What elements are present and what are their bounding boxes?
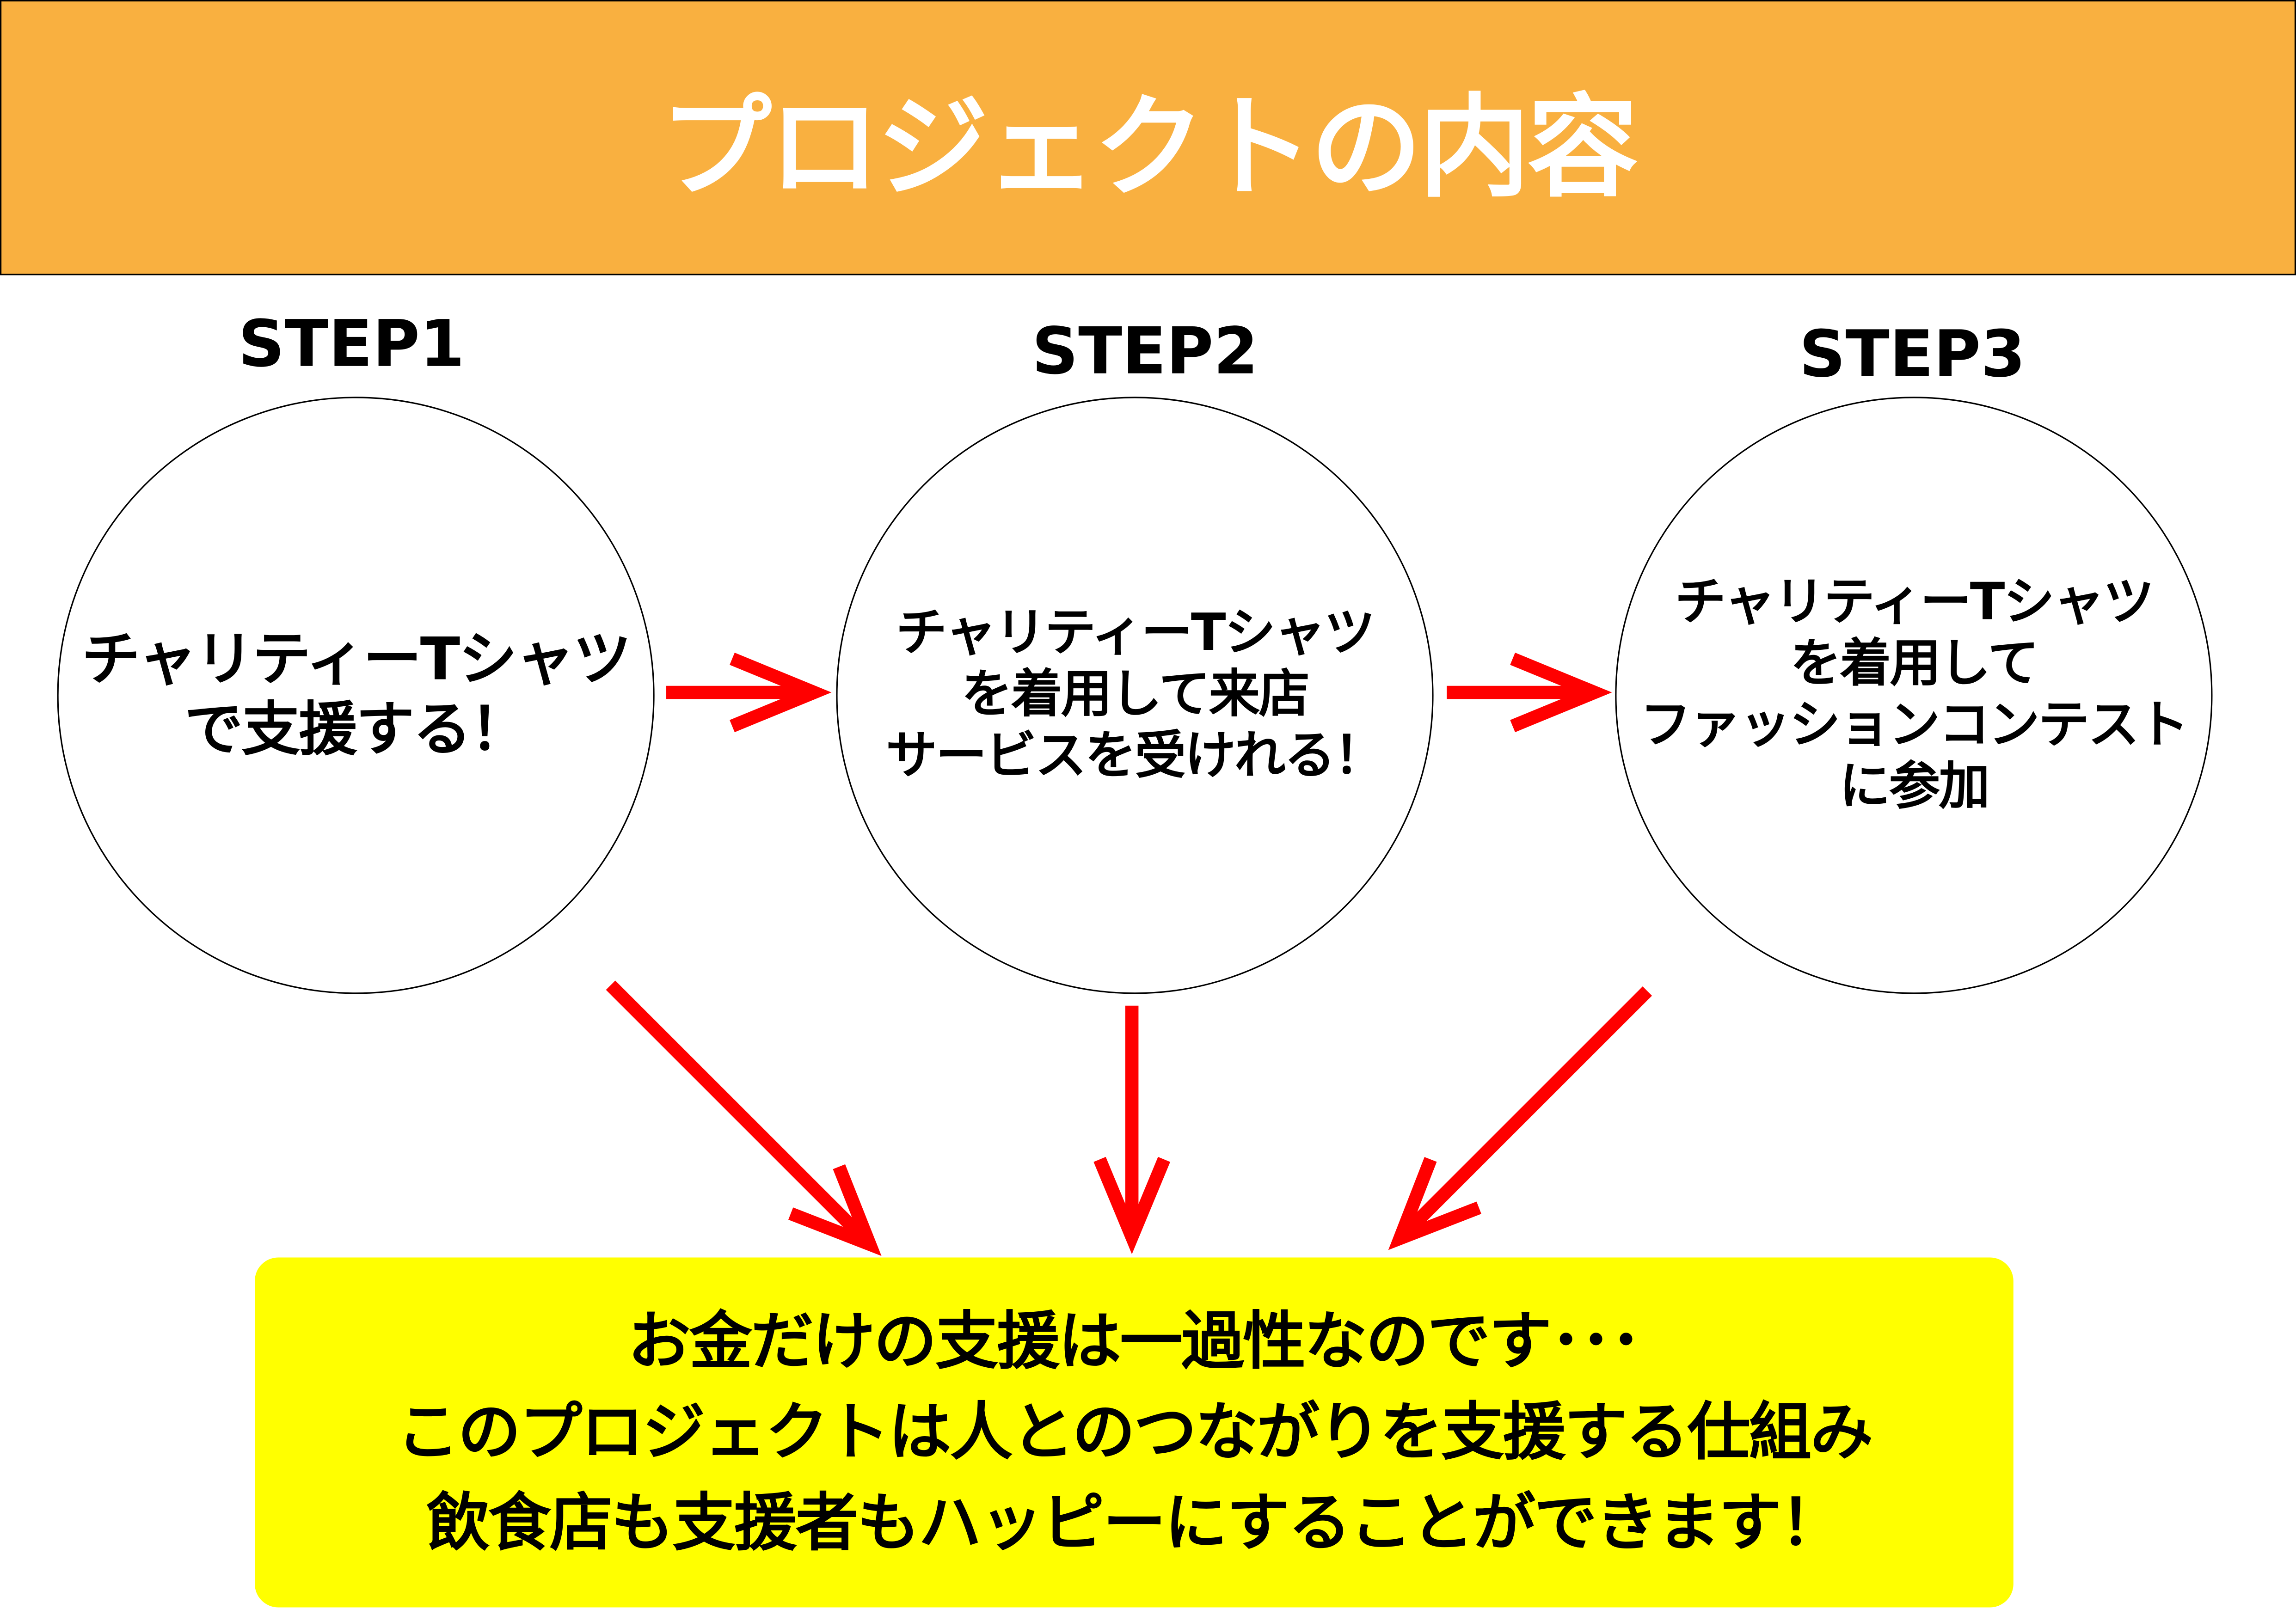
arrow-step2-to-summary	[1093, 1005, 1171, 1254]
arrow-step3-to-summary	[1388, 986, 1652, 1250]
step1-text-line: チャリティーTシャツ	[81, 626, 632, 694]
step1-circle: チャリティーTシャツ で支援する！	[57, 397, 655, 994]
summary-line: お金だけの支援は一過性なのです･･･	[627, 1305, 1642, 1378]
step2-text-line: チャリティーTシャツ	[896, 605, 1375, 663]
header-banner: プロジェクトの内容	[0, 0, 2296, 275]
step2-circle: チャリティーTシャツ を着用して来店 サービスを受けれる！	[836, 397, 1434, 994]
step3-circle: チャリティーTシャツ を着用して ファッションコンテスト に参加	[1615, 397, 2213, 994]
arrow-step1-to-step2	[666, 653, 832, 733]
step3-label: STEP3	[1799, 318, 2026, 392]
step2-label: STEP2	[1031, 314, 1259, 390]
arrow-step2-to-step3	[1447, 653, 1612, 733]
step1-label: STEP1	[238, 307, 465, 382]
arrow-step1-to-summary	[606, 980, 882, 1256]
summary-line: このプロジェクトは人とのつながりを支援する仕組み	[396, 1395, 1873, 1469]
page-title: プロジェクトの内容	[660, 82, 1639, 213]
step2-text-line: を着用して来店	[961, 666, 1310, 725]
summary-line: 飲食店も支援者もハッピーにすることができます！	[426, 1487, 1843, 1560]
step3-text-line: に参加	[1839, 758, 1990, 817]
step3-text-line: ファッションコンテスト	[1640, 697, 2189, 756]
step3-text-line: チャリティーTシャツ	[1675, 574, 2154, 633]
step3-text-line: を着用して	[1790, 635, 2039, 694]
step1-text-line: で支援する！	[184, 697, 528, 765]
summary-box: お金だけの支援は一過性なのです･･･ このプロジェクトは人とのつながりを支援する…	[255, 1257, 2014, 1608]
step2-text-line: サービスを受けれる！	[886, 728, 1385, 786]
